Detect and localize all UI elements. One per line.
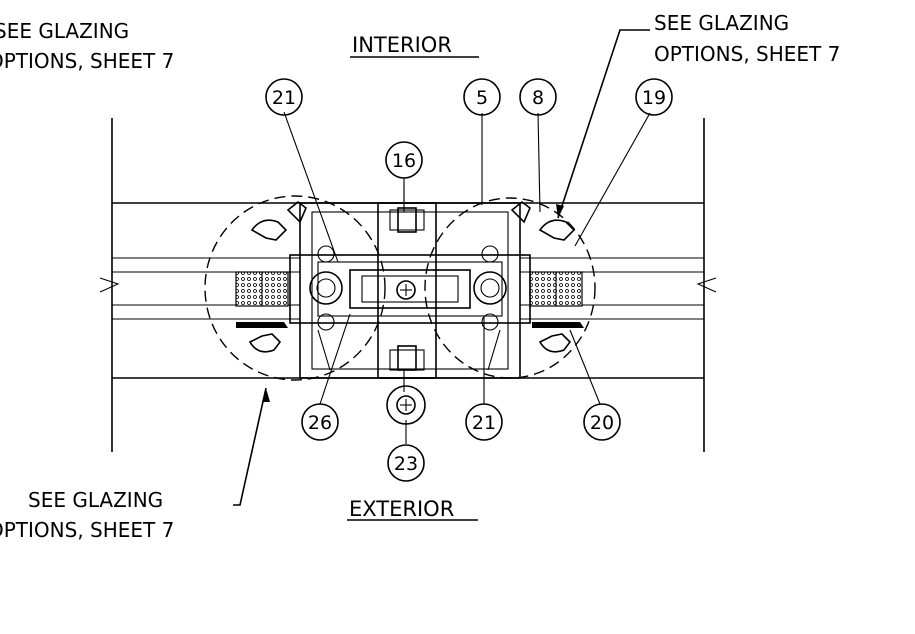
svg-text:21: 21 (472, 412, 496, 434)
callout-5: 5 (463, 78, 501, 116)
glazing-note-top-right-line2: OPTIONS, SHEET 7 (654, 42, 840, 66)
glazing-note-top-left-line1: SEE GLAZING (0, 19, 129, 43)
cap-screw-23 (386, 385, 426, 425)
glazing-note-bottom-left-line1: SEE GLAZING (28, 488, 163, 512)
svg-text:16: 16 (392, 150, 416, 172)
svg-text:26: 26 (308, 412, 332, 434)
exterior-label: EXTERIOR (349, 497, 454, 521)
callout-19: 19 (635, 78, 673, 116)
glazing-note-bottom-left-line2: OPTIONS, SHEET 7 (0, 518, 174, 542)
mullion-assembly (236, 185, 584, 392)
svg-text:20: 20 (590, 412, 614, 434)
callout-21-bottom: 21 (465, 403, 503, 441)
interior-label: INTERIOR (352, 33, 452, 57)
glazing-note-top-left-line2: OPTIONS, SHEET 7 (0, 49, 174, 73)
svg-text:19: 19 (642, 87, 666, 109)
callout-26: 26 (301, 403, 339, 441)
svg-text:5: 5 (476, 87, 488, 109)
detail-circle-left (204, 195, 386, 381)
callout-23: 23 (387, 444, 425, 482)
callout-8: 8 (519, 78, 557, 116)
svg-text:21: 21 (272, 87, 296, 109)
callout-21-top: 21 (265, 78, 303, 116)
svg-text:23: 23 (394, 453, 418, 475)
glazing-note-top-right-line1: SEE GLAZING (654, 11, 789, 35)
svg-text:8: 8 (532, 87, 544, 109)
callout-20: 20 (583, 403, 621, 441)
callout-16: 16 (385, 141, 423, 179)
